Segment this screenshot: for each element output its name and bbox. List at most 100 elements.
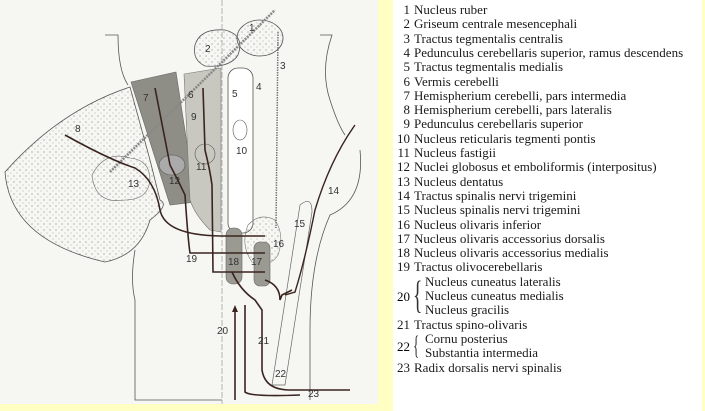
legend-label: Substantia intermedia xyxy=(425,345,539,361)
diagram-label-14: 14 xyxy=(328,186,340,197)
legend-number: 17 xyxy=(397,230,410,246)
legend-number: 20 xyxy=(397,288,410,304)
diagram-label-8: 8 xyxy=(75,124,81,135)
legend-number: 6 xyxy=(403,73,411,89)
diagram-label-19: 19 xyxy=(186,254,198,265)
legend-label: Vermis cerebelli xyxy=(414,73,499,89)
legend-label: Nucleus fastigii xyxy=(414,145,496,160)
legend-number: 11 xyxy=(397,145,410,160)
diagram-label-2: 2 xyxy=(205,44,211,55)
diagram-label-3: 3 xyxy=(280,61,286,72)
legend-number: 1 xyxy=(403,2,411,17)
legend-label: Hemispherium cerebelli, pars intermedia xyxy=(414,87,627,103)
legend-number: 15 xyxy=(397,202,410,218)
tractus-tegmentalis-centralis xyxy=(275,31,279,229)
legend-number: 3 xyxy=(403,30,411,46)
diagram-label-16: 16 xyxy=(273,239,285,250)
legend-label: Cornu posterius xyxy=(425,330,508,346)
diagram-label-1: 1 xyxy=(249,23,255,34)
legend-label: Nucleus cuneatus medialis xyxy=(425,287,564,303)
legend-number: 14 xyxy=(397,187,410,203)
brainstem-outline-right xyxy=(309,34,361,400)
legend-number: 18 xyxy=(397,245,410,261)
legend-number: 23 xyxy=(397,359,410,375)
diagram-label-7: 7 xyxy=(143,93,149,104)
olivocerebellar-fibers xyxy=(64,87,350,400)
pedunculus-superior xyxy=(109,9,276,173)
nucleus-reticularis xyxy=(232,119,248,141)
legend-number: 8 xyxy=(403,102,411,118)
diagram-label-4: 4 xyxy=(256,82,262,93)
legend-label: Nucleus cuneatus lateralis xyxy=(425,273,561,289)
anatomy-diagram: 1 2 3 4 5 6 7 8 9 10 11 12 13 14 15 16 1… xyxy=(0,0,378,404)
legend-label: Nucleus olivaris accessorius medialis xyxy=(414,245,609,261)
olivocerebellar-pathway-drawing xyxy=(4,0,361,404)
diagram-label-22: 22 xyxy=(275,369,287,380)
diagram-label-15: 15 xyxy=(294,219,306,230)
legend-label: Nucleus spinalis nervi trigemini xyxy=(414,202,581,218)
legend-label: Tractus olivocerebellaris xyxy=(414,259,543,275)
legend-number: 12 xyxy=(397,159,410,175)
legend-label: Nucleus gracilis xyxy=(425,302,510,318)
legend-label: Tractus tegmentalis centralis xyxy=(414,30,563,46)
diagram-label-10: 10 xyxy=(236,146,248,157)
brace-icon: { xyxy=(413,330,420,360)
legend-label: Nucleus reticularis tegmenti pontis xyxy=(414,130,596,146)
legend-number: 22 xyxy=(397,339,410,355)
diagram-label-5: 5 xyxy=(232,89,238,100)
tractus-spinalis-trigemini xyxy=(284,124,356,296)
nucleus-ruber xyxy=(236,19,284,57)
legend-number: 4 xyxy=(403,44,411,60)
nucleus-dentatus xyxy=(91,155,151,202)
hemisphere-lateral xyxy=(4,86,164,263)
legend-number: 16 xyxy=(397,216,410,232)
diagram-label-6: 6 xyxy=(188,90,194,101)
legend-label: Pedunculus cerebellaris superior xyxy=(414,116,583,132)
diagram-label-20: 20 xyxy=(217,326,229,337)
legend-item: 11 Nucleus fastigii xyxy=(393,146,496,160)
diagram-label-13: 13 xyxy=(128,179,140,190)
legend-label: Pedunculus cerebellaris superior, ramus … xyxy=(414,44,684,60)
legend-number: 19 xyxy=(397,259,410,275)
diagram-label-21: 21 xyxy=(258,336,270,347)
legend-label: Hemispherium cerebelli, pars lateralis xyxy=(414,102,612,118)
legend-number: 5 xyxy=(403,59,411,75)
legend-label: Nucleus olivaris inferior xyxy=(414,216,542,232)
diagram-label-18: 18 xyxy=(228,257,240,268)
legend-number: 10 xyxy=(397,130,410,146)
legend-label: Nucleus dentatus xyxy=(414,173,504,189)
legend-number: 13 xyxy=(397,173,410,189)
diagram-label-11: 11 xyxy=(196,162,207,173)
nucleus-accessorius-medialis xyxy=(225,227,243,285)
brace-icon: { xyxy=(413,273,423,317)
nucleus-spinalis-trigemini xyxy=(271,200,313,386)
legend-label: Tractus spino-olivaris xyxy=(414,316,528,332)
nucleus-interpositus xyxy=(158,154,186,176)
brainstem-outline-left xyxy=(105,34,222,401)
legend-label: Griseum centrale mesencephali xyxy=(414,16,578,32)
griseum-centrale xyxy=(194,29,241,67)
legend-label: Tractus tegmentalis medialis xyxy=(414,59,563,75)
legend-label: Nucleus ruber xyxy=(414,2,488,17)
legend-label: Radix dorsalis nervi spinalis xyxy=(414,359,562,375)
diagram-label-12: 12 xyxy=(169,176,181,187)
legend-label: Nucleus olivaris accessorius dorsalis xyxy=(414,230,605,246)
legend-number: 21 xyxy=(397,316,410,332)
